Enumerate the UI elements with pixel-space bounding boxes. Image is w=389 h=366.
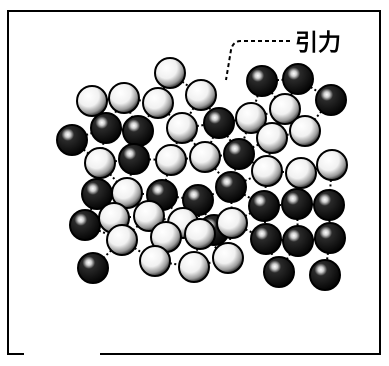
dark-particle-2: [283, 64, 313, 94]
attraction-bond-79: [246, 229, 253, 232]
dark-particle-9: [91, 113, 121, 143]
light-particle-47: [179, 252, 209, 282]
light-particle-20: [257, 123, 287, 153]
attraction-bond-14: [189, 108, 193, 115]
attraction-bond-1: [182, 82, 189, 87]
dark-particle-50: [310, 260, 340, 290]
light-particle-38: [107, 225, 137, 255]
attraction-bond-3: [255, 95, 257, 103]
light-particle-3: [77, 86, 107, 116]
light-particle-46: [140, 246, 170, 276]
attraction-bond-54: [244, 194, 251, 198]
light-particle-15: [85, 148, 115, 178]
attraction-bond-23: [191, 140, 195, 145]
dark-particle-36: [282, 189, 312, 219]
dark-particle-7: [316, 85, 346, 115]
attraction-bond-25: [211, 137, 214, 143]
attraction-bond-5: [311, 87, 319, 92]
particle-layer: [57, 58, 347, 290]
dark-particle-8: [57, 125, 87, 155]
attraction-bond-32: [110, 174, 117, 182]
attraction-bond-74: [135, 248, 143, 253]
light-particle-48: [213, 243, 243, 273]
attraction-bond-85: [327, 253, 328, 260]
dark-particle-43: [283, 226, 313, 256]
dark-particle-12: [204, 108, 234, 138]
dark-particle-44: [315, 223, 345, 253]
light-particle-5: [143, 88, 173, 118]
dark-particle-37: [314, 190, 344, 220]
dark-particle-16: [119, 144, 149, 174]
light-particle-4: [109, 83, 139, 113]
attraction-bond-73: [104, 250, 111, 257]
attraction-bond-39: [252, 145, 258, 148]
light-particle-40: [185, 219, 215, 249]
light-particle-18: [190, 142, 220, 172]
frame: [8, 11, 380, 354]
attraction-bond-16: [315, 111, 322, 119]
attraction-bond-86: [170, 263, 179, 264]
light-particle-11: [167, 113, 197, 143]
dark-particle-1: [247, 66, 277, 96]
light-particle-6: [186, 80, 216, 110]
dark-particle-30: [70, 210, 100, 240]
light-particle-21: [290, 116, 320, 146]
dark-particle-10: [123, 116, 153, 146]
light-particle-17: [156, 145, 186, 175]
dark-particle-35: [249, 191, 279, 221]
dark-particle-19: [224, 139, 254, 169]
attraction-bond-38: [215, 168, 221, 175]
dark-particle-26: [216, 172, 246, 202]
attraction-bond-28: [244, 132, 247, 140]
attraction-bond-60: [330, 180, 331, 190]
light-particle-27: [252, 156, 282, 186]
attraction-bond-26: [227, 136, 231, 142]
attraction-bond-21: [197, 125, 204, 126]
dark-particle-42: [251, 224, 281, 254]
light-particle-29: [317, 150, 347, 180]
attraction-label: 引力: [295, 30, 341, 56]
dark-particle-45: [78, 253, 108, 283]
light-particle-41: [217, 208, 247, 238]
light-particle-0: [155, 58, 185, 88]
dark-particle-49: [264, 257, 294, 287]
light-particle-28: [286, 158, 316, 188]
attraction-bond-53: [245, 177, 254, 181]
